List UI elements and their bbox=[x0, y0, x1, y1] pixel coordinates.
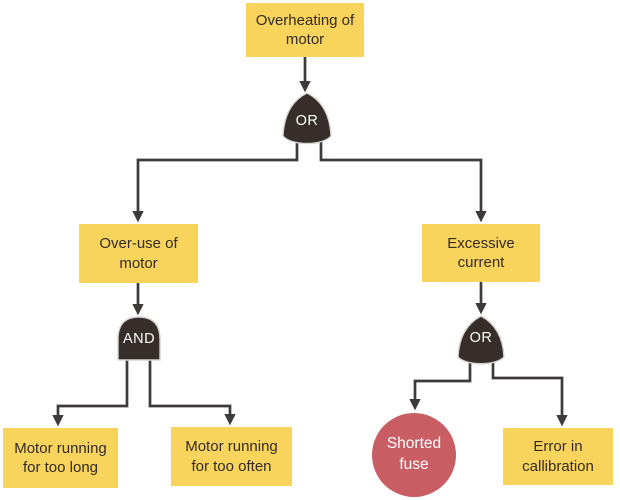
node-motor-running-too-long: Motor running for too long bbox=[3, 428, 118, 488]
connector-right-gate-to-calibration bbox=[491, 356, 568, 427]
node-label: Shorted fuse bbox=[386, 435, 442, 473]
connector-and-gate-to-too-often bbox=[148, 360, 236, 426]
or-gate-top bbox=[282, 92, 332, 145]
node-label: Motor running for too long bbox=[14, 439, 107, 477]
connector-top-gate-to-overuse bbox=[132, 140, 299, 223]
node-shorted-fuse: Shorted fuse bbox=[372, 413, 456, 497]
node-motor-running-too-often: Motor running for too often bbox=[171, 427, 292, 486]
node-overuse-of-motor: Over-use of motor bbox=[79, 224, 198, 283]
node-overheating-of-motor: Overheating of motor bbox=[246, 3, 364, 57]
node-label: Excessive current bbox=[447, 234, 515, 272]
connector-top-gate-to-excessive bbox=[319, 140, 487, 223]
node-error-in-calibration: Error in callibration bbox=[503, 428, 613, 485]
node-label: Over-use of motor bbox=[99, 235, 178, 272]
node-label: Overheating of motor bbox=[255, 11, 355, 49]
node-label: Motor running for too often bbox=[185, 438, 278, 475]
and-gate-left bbox=[117, 316, 161, 361]
connector-and-gate-to-too-long bbox=[52, 360, 129, 427]
or-gate-right bbox=[457, 315, 505, 365]
node-excessive-current: Excessive current bbox=[422, 224, 540, 282]
node-label: Error in callibration bbox=[522, 438, 594, 475]
connector-right-gate-to-shorted-fuse bbox=[409, 356, 472, 411]
